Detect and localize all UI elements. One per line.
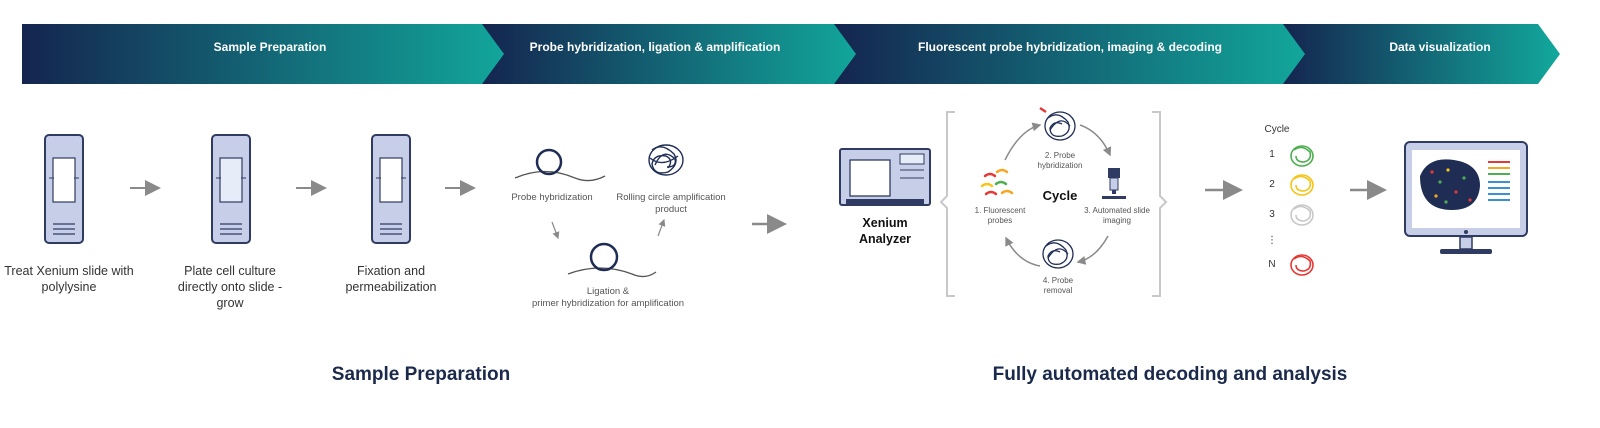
xenium-analyzer-icon <box>839 148 931 206</box>
step1-caption-line: Treat Xenium slide with <box>4 264 134 278</box>
cycle-step1-label: 1. Fluorescent probes <box>960 206 1040 226</box>
process-banner <box>22 24 1560 84</box>
step2-caption-line: grow <box>216 296 244 310</box>
decode-cycle-3: 3 <box>1269 209 1275 220</box>
microscope-icon <box>1102 168 1126 199</box>
banner-stage-3-label: Fluorescent probe hybridization, imaging… <box>917 40 1223 54</box>
monitor-icon <box>1404 141 1528 254</box>
cycle-step1-line: probes <box>987 216 1013 225</box>
banner-stage-1-label: Sample Preparation <box>213 40 327 54</box>
arrow-lig-to-rca <box>657 218 666 237</box>
ligation-icon <box>567 242 657 278</box>
step3-caption-line: permeabilization <box>345 280 437 294</box>
probe-hybridization-icon <box>514 148 606 182</box>
decode-cycle-ellipsis: ⋮ <box>1267 235 1277 246</box>
banner-stage-4 <box>1283 24 1560 84</box>
cycle-step2-label: 2. Probe hybridization <box>1025 151 1095 171</box>
xenium-analyzer-label: Xenium Analyzer <box>845 215 925 247</box>
decode-cycle-header: Cycle <box>1264 124 1290 135</box>
rca-caption-line: Rolling circle amplification <box>616 192 726 203</box>
cycle-bracket <box>939 111 1168 297</box>
cycle-step4-line: 4. Probe <box>1042 276 1074 285</box>
step2-caption-line: Plate cell culture <box>184 264 276 278</box>
slide-icon-3 <box>371 134 411 244</box>
step1-caption-line: polylysine <box>41 280 97 294</box>
decode-cycle-2: 2 <box>1269 179 1275 190</box>
arrow-hyb-to-lig <box>551 221 560 240</box>
slide-icon-1 <box>44 134 84 244</box>
probe-hybridization-ball-icon <box>1039 106 1076 141</box>
decode-blob-2 <box>1290 174 1314 196</box>
rca-product-icon <box>648 144 684 176</box>
decode-blob-n <box>1290 254 1314 276</box>
slide-icon-2 <box>211 134 251 244</box>
banner-stage-1 <box>22 24 512 84</box>
cycle-arrows <box>1004 122 1112 267</box>
decode-blob-1 <box>1290 145 1314 167</box>
rca-caption-line: product <box>655 204 687 215</box>
probe-hybridization-caption: Probe hybridization <box>511 192 593 203</box>
cycle-step4-label: 4. Probe removal <box>1023 276 1093 296</box>
step1-caption: Treat Xenium slide with polylysine <box>0 263 149 295</box>
ligation-caption: Ligation & primer hybridization for ampl… <box>523 286 693 310</box>
cycle-step3-line: imaging <box>1102 216 1131 225</box>
decode-blobs <box>1290 145 1314 276</box>
cycle-step2-line: 2. Probe <box>1044 151 1076 160</box>
footer-left-title: Sample Preparation <box>331 364 511 385</box>
banner-stage-3 <box>834 24 1310 84</box>
banner-stage-2 <box>482 24 862 84</box>
step3-caption: Fixation and permeabilization <box>311 263 471 295</box>
rca-caption: Rolling circle amplification product <box>606 192 736 216</box>
decode-cycle-n: N <box>1268 259 1276 270</box>
cycle-step2-line: hybridization <box>1037 161 1083 170</box>
step2-caption-line: directly onto slide - <box>177 280 283 294</box>
cycle-center-label: Cycle <box>1042 188 1078 203</box>
analyzer-label-line: Xenium <box>862 216 908 230</box>
banner-stage-4-label: Data visualization <box>1389 40 1491 54</box>
ligation-caption-line: primer hybridization for amplification <box>531 298 685 309</box>
footer-right-title: Fully automated decoding and analysis <box>992 364 1348 385</box>
cycle-step1-line: 1. Fluorescent <box>974 206 1026 215</box>
banner-stage-2-label: Probe hybridization, ligation & amplific… <box>529 40 781 54</box>
decode-cycle-1: 1 <box>1269 149 1275 160</box>
probe-removal-ball-icon <box>1042 239 1074 269</box>
ligation-caption-line: Ligation & <box>586 286 630 297</box>
cycle-step3-line: 3. Automated slide <box>1084 206 1150 215</box>
cycle-step4-line: removal <box>1043 286 1073 295</box>
fluorescent-probes-icon <box>980 168 1014 196</box>
decode-blob-3 <box>1290 204 1314 226</box>
analyzer-label-line: Analyzer <box>858 232 912 246</box>
cycle-step3-label: 3. Automated slide imaging <box>1072 206 1162 226</box>
step2-caption: Plate cell culture directly onto slide -… <box>150 263 310 311</box>
step3-caption-line: Fixation and <box>356 264 426 278</box>
